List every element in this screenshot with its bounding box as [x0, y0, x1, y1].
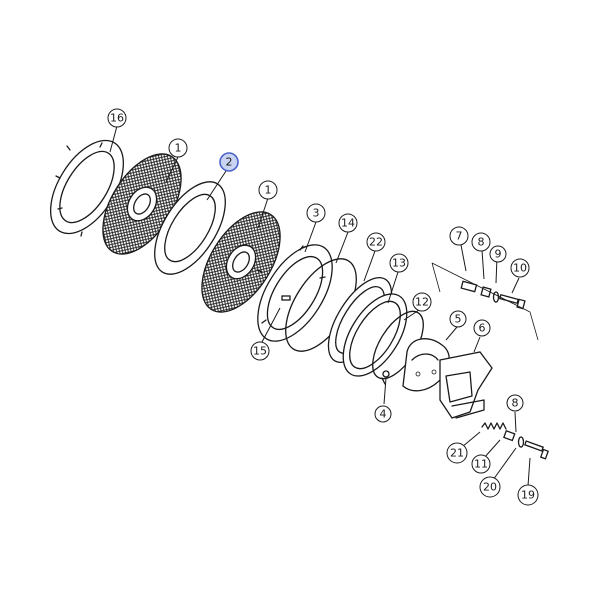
callout-label: 9	[495, 248, 502, 261]
callout-15[interactable]: 15	[250, 341, 270, 361]
callout-4[interactable]: 4	[374, 405, 392, 423]
callout-label: 3	[313, 207, 320, 220]
callout-label: 14	[341, 217, 355, 230]
part-20-washer	[517, 436, 525, 448]
callout-label: 1	[265, 184, 272, 197]
callout-3[interactable]: 3	[306, 203, 326, 223]
callout-label: 21	[450, 447, 464, 460]
callout-8-second[interactable]: 8	[506, 394, 524, 412]
callout-label: 6	[479, 322, 486, 335]
leader-lines	[109, 125, 531, 487]
callout-21[interactable]: 21	[446, 442, 468, 464]
callout-12[interactable]: 12	[412, 292, 432, 312]
part-6-lever-bracket	[439, 351, 493, 419]
part-1-friction-disc-second	[201, 211, 281, 313]
part-11-pin	[503, 429, 516, 442]
callout-label: 7	[456, 230, 463, 243]
callout-6[interactable]: 6	[473, 319, 491, 337]
callout-label: 22	[369, 236, 383, 249]
part-19-bolt	[524, 440, 550, 460]
part-3-pressure-plate	[256, 244, 333, 342]
callout-label: 2	[226, 156, 233, 169]
callout-label: 12	[415, 296, 429, 309]
callout-label: 4	[380, 408, 387, 421]
callout-13[interactable]: 13	[389, 253, 409, 273]
assembly-guide-lines	[431, 262, 539, 341]
callout-label: 13	[392, 257, 406, 270]
callout-5[interactable]: 5	[449, 310, 467, 328]
callout-label: 5	[455, 313, 462, 326]
callout-10[interactable]: 10	[510, 258, 530, 278]
callout-22[interactable]: 22	[366, 232, 386, 252]
callout-14[interactable]: 14	[338, 213, 358, 233]
callout-label: 8	[478, 236, 485, 249]
part-21-spring	[481, 422, 507, 430]
part-13-piston-ring	[342, 293, 408, 377]
callout-9[interactable]: 9	[489, 245, 507, 263]
callout-8[interactable]: 8	[471, 232, 491, 252]
part-16-steel-plate	[49, 139, 125, 237]
callout-2-highlighted[interactable]: 2	[219, 152, 239, 172]
callout-19[interactable]: 19	[517, 484, 539, 506]
callout-label: 16	[110, 112, 124, 125]
callout-label: 10	[513, 262, 527, 275]
callout-20[interactable]: 20	[479, 476, 501, 498]
callout-label: 11	[474, 458, 488, 471]
callout-label: 19	[521, 489, 535, 502]
part-10-bolt	[498, 293, 526, 310]
callout-label: 15	[253, 345, 267, 358]
part-8-bushing	[480, 286, 492, 298]
callout-label: 1	[175, 142, 182, 155]
part-1-friction-disc	[102, 153, 182, 255]
callout-1[interactable]: 1	[168, 138, 188, 158]
part-7-pin	[460, 280, 478, 293]
callout-label: 8	[512, 397, 519, 410]
callout-label: 20	[483, 481, 497, 494]
callout-7[interactable]: 7	[449, 226, 469, 246]
callout-11[interactable]: 11	[471, 454, 491, 474]
callout-16[interactable]: 16	[107, 108, 127, 128]
part-4-detent	[381, 370, 390, 385]
part-9-washer	[492, 291, 500, 303]
callout-1-second[interactable]: 1	[258, 180, 278, 200]
